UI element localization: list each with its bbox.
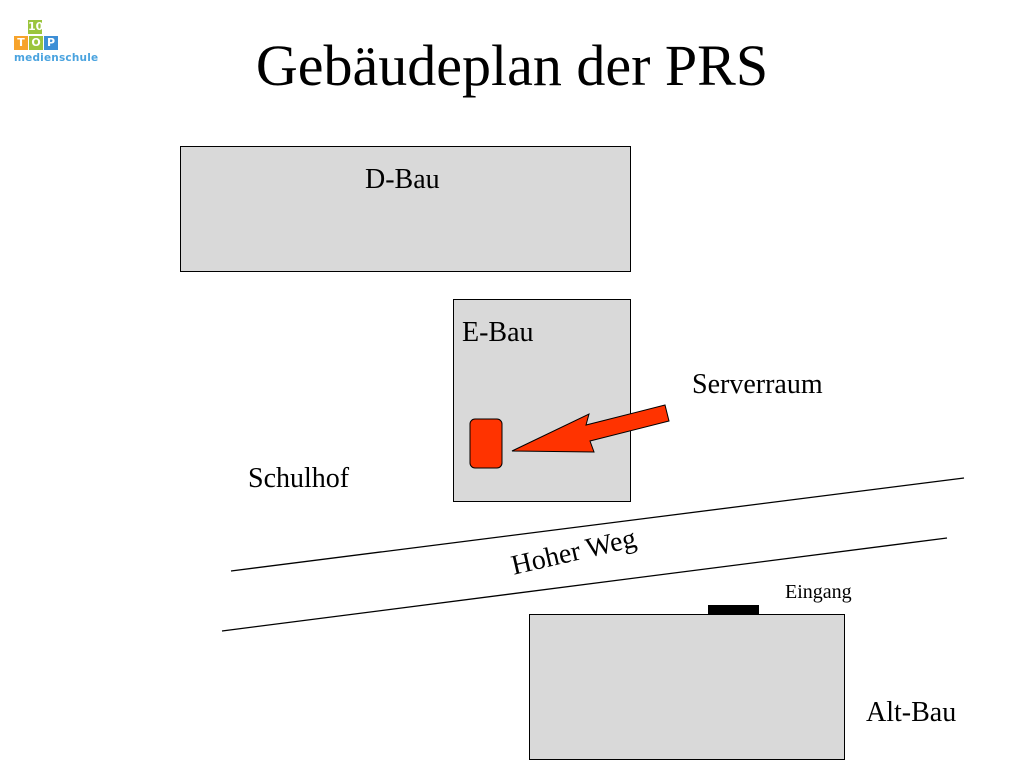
- building-e-bau: [453, 299, 631, 502]
- logo-letter-t: T: [14, 36, 28, 50]
- eingang-marker: [708, 605, 759, 614]
- building-d-bau-label: D-Bau: [365, 164, 440, 195]
- serverraum-marker: [469, 418, 503, 469]
- logo-letter-p: P: [44, 36, 58, 50]
- logo-letter-o: O: [29, 36, 43, 50]
- building-d-bau: [180, 146, 631, 272]
- building-e-bau-label: E-Bau: [462, 317, 534, 348]
- building-alt-bau: [529, 614, 845, 760]
- serverraum-arrow: [511, 404, 670, 453]
- schulhof-label: Schulhof: [248, 463, 350, 494]
- top10-medienschule-logo: 10 T O P medienschule: [10, 20, 102, 68]
- eingang-label: Eingang: [785, 581, 852, 603]
- street-edge-upper: [230, 477, 965, 572]
- building-alt-bau-label: Alt-Bau: [866, 697, 957, 728]
- logo-number: 10: [28, 20, 44, 34]
- serverraum-label: Serverraum: [692, 369, 823, 400]
- page-title: Gebäudeplan der PRS: [255, 33, 769, 98]
- logo-subtitle: medienschule: [14, 52, 99, 64]
- street-edge-lower: [221, 537, 948, 632]
